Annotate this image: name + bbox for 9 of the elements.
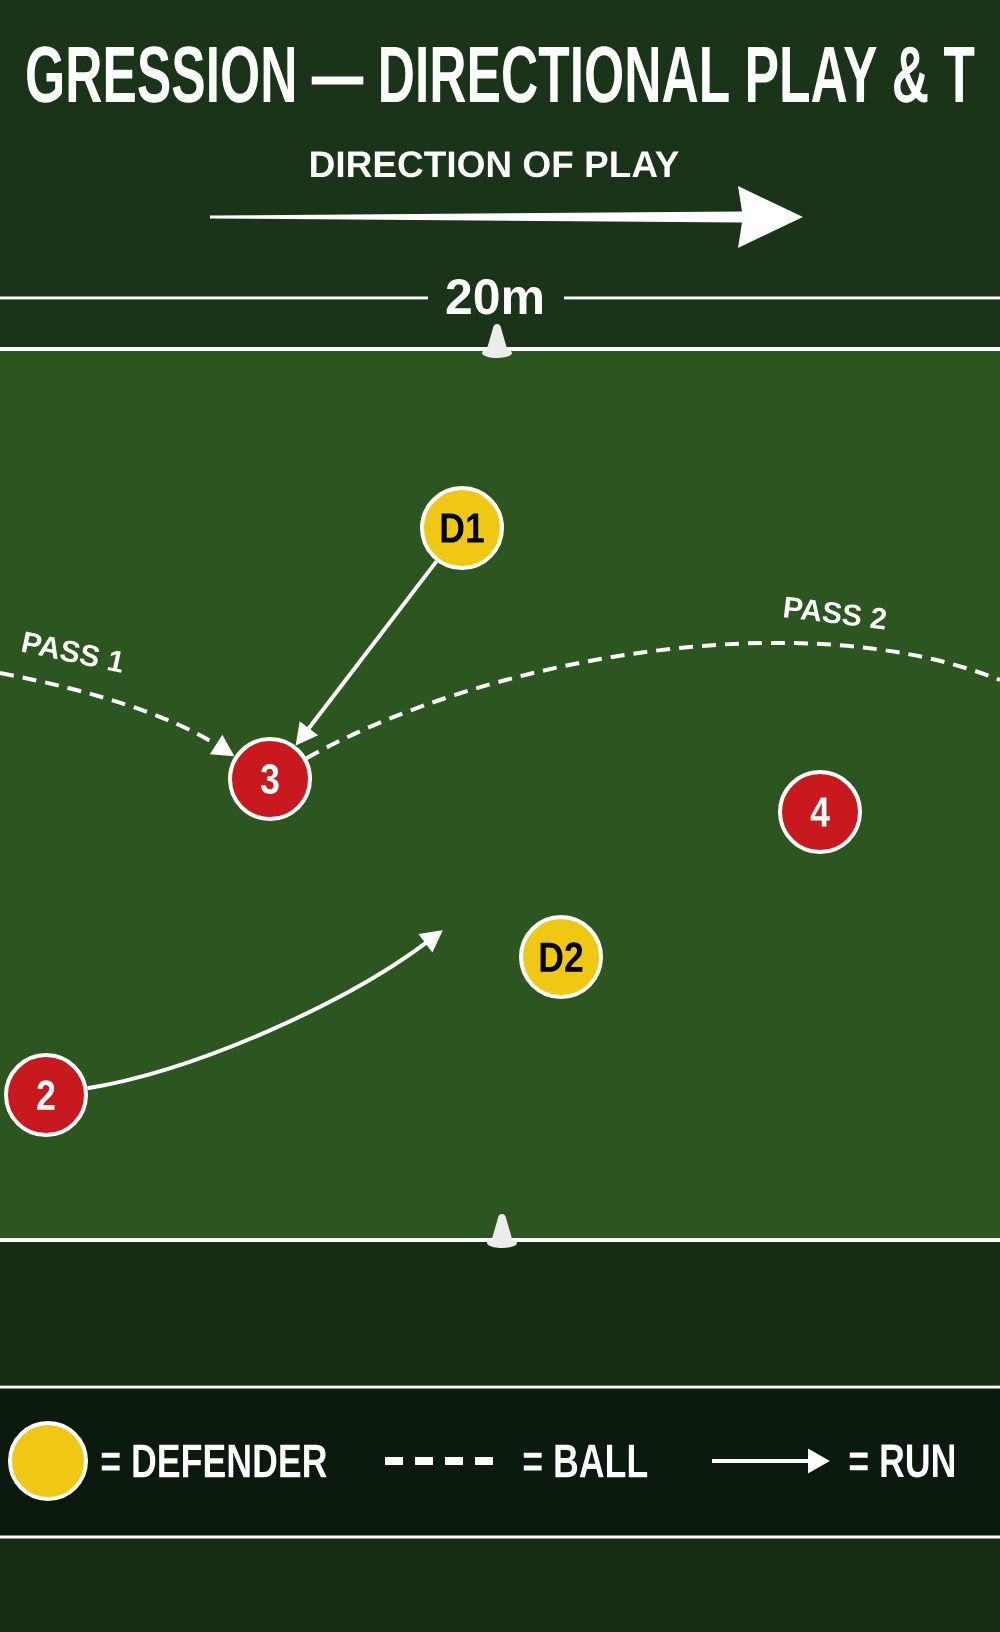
edge-label: PASS 2 xyxy=(783,596,886,630)
legend-label: = RUN xyxy=(849,1444,954,1478)
legend-label: = BALL xyxy=(523,1444,648,1478)
pass-line xyxy=(305,640,1000,761)
title: GRESSION — DIRECTIONAL PLAY & T xyxy=(27,46,975,103)
edge-label: PASS 1 xyxy=(21,631,122,673)
direction-label: DIRECTION OF PLAY xyxy=(311,151,679,178)
legend-label: = DEFENDER xyxy=(101,1444,327,1478)
dimension-label: 20m xyxy=(446,279,542,315)
